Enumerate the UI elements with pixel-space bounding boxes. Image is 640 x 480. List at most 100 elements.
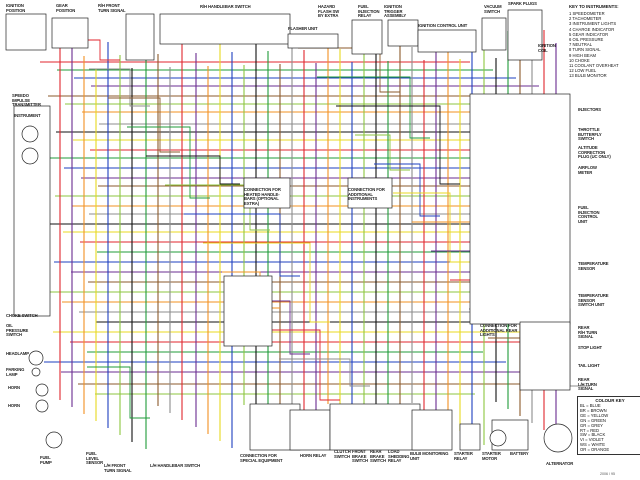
lh-handlebar-switch-label: L/H HANDLEBAR SWITCH [150, 463, 201, 468]
rear-lights-box [519, 321, 571, 391]
wire [87, 366, 150, 419]
instrument-key-item: 12 LOW FUEL [569, 68, 597, 74]
bulb-monitoring-label: BULB MONITORING UNIT [410, 451, 449, 461]
colour-key-item: BL = BLUE [580, 403, 601, 408]
starter-motor-label: STARTER MOTOR [482, 451, 501, 461]
ignition-trigger-label: IGNITION TRIGGER ASSEMBLY [384, 4, 407, 19]
headlamp-bulb [28, 350, 44, 366]
fuel-injection-relay-box [351, 19, 383, 55]
fuel-injection-control-label: FUEL INJECTION CONTROL UNIT [578, 205, 600, 224]
switches-relays-box [329, 403, 421, 451]
flasher-unit-label: FLASHER UNIT [288, 26, 318, 31]
instrument-key-item: 9 HIGH BEAM [569, 52, 596, 58]
temp-sensor-switch-label: TEMPERATURE SENSOR SWITCH UNIT [578, 293, 609, 308]
parking-lamp-bulb [31, 367, 41, 377]
instrument-key-item: 4 CHARGE INDICATOR [569, 26, 615, 32]
injectors-label: INJECTORS [578, 107, 601, 112]
ignition-coil-box [507, 9, 543, 61]
instrument-key-item: 8 TURN SIGNAL [569, 47, 601, 53]
speedometer-gauge [21, 125, 39, 143]
parking-lamp-label: PARKING LAMP [6, 367, 25, 377]
colour-key: COLOUR KEY BL = BLUE BR = BROWN GE = YEL… [577, 396, 640, 456]
colour-key-item: RT = RED [580, 427, 600, 433]
rh-handlebar-switch-label: R/H HANDLEBAR SWITCH [200, 4, 251, 9]
central-connector-box [223, 275, 273, 347]
stop-light-label: STOP LIGHT [578, 345, 602, 350]
colour-key-item: WS = WHITE [580, 442, 606, 448]
rh-front-turn-signal-label: R/H FRONT TURN SIGNAL [98, 3, 126, 13]
ignition-coil-label: IGNITION COIL [538, 43, 556, 53]
ignition-position-label: IGNITION POSITION [6, 3, 26, 13]
instrument-key-item: 5 GEAR INDICATOR [569, 31, 609, 37]
alternator-symbol [543, 423, 573, 453]
alternator-label: ALTERNATOR [546, 461, 574, 466]
vacuum-switch-box [481, 17, 507, 51]
colour-key-item: GR = GREY [580, 422, 603, 428]
wire [374, 163, 440, 217]
gear-position-label: GEAR POSITION [56, 3, 76, 13]
speedo-impulse-label: SPEEDO IMPULSE TRANSMITTER [12, 93, 41, 108]
horn-relay-box [289, 409, 331, 451]
wire [203, 242, 330, 323]
horn-symbol [35, 399, 49, 413]
horn-label-1: HORN [8, 385, 20, 390]
flasher-unit-box [287, 33, 339, 49]
fuel-injection-relay-label: FUEL INJECTION RELAY [358, 4, 380, 19]
battery-label: BATTERY [510, 451, 529, 456]
instrument-key-item: 10 CHOKE [569, 57, 590, 63]
wire [298, 47, 400, 93]
colour-key-item: SW = BLACK [580, 432, 606, 438]
conn-additional-instr-label: CONNECTION FOR ADDITIONAL INSTRUMENTS [348, 187, 385, 202]
load-shedding-relay-label: LOAD SHEDDING RELAY [388, 449, 410, 464]
horn-symbol [35, 383, 49, 397]
spark-plugs-label: SPARK PLUGS [508, 1, 537, 6]
instrument-key: KEY TO INSTRUMENTS: 1 SPEEDOMETER 2 TACH… [569, 4, 639, 79]
wire [260, 329, 340, 401]
choke-switch-label: CHOKE SWITCH [6, 313, 38, 318]
colour-key-item: VI = VIOLET [580, 437, 604, 443]
horn-label-2: HORN [8, 403, 20, 408]
altitude-correction-label: ALTITUDE CORRECTION PLUG (UC ONLY) [578, 145, 611, 160]
airflow-meter-label: AIRFLOW METER [578, 165, 597, 175]
headlamp-label: HEADLAMP [6, 351, 29, 356]
instrument-key-title: KEY TO INSTRUMENTS: [569, 4, 619, 9]
gear-position-box [51, 17, 89, 49]
wire [279, 358, 370, 387]
ignition-control-unit-label: IGNITION CONTROL UNIT [418, 23, 468, 28]
instrument-label: INSTRUMENT [14, 113, 41, 118]
instrument-key-item: 2 TACHOMETER [569, 16, 602, 22]
tail-light-label: TAIL LIGHT [578, 363, 600, 368]
front-brake-switch-label: FRONT BRAKE SWITCH [352, 449, 368, 464]
conn-heated-grips-label: CONNECTION FOR HEATED HANDLE- BARS (OPTI… [244, 187, 281, 206]
hazard-flash-label: HAZARD FLASH SW BY EXTRA [318, 4, 340, 19]
rear-lh-turn-label: REAR L/H TURN SIGNAL [578, 377, 597, 392]
wire [393, 192, 470, 263]
conn-additional-instr-box [347, 177, 393, 209]
wire [89, 68, 150, 107]
ignition-control-unit-box [417, 29, 477, 53]
fuel-pump-label: FUEL PUMP [40, 455, 52, 465]
horn-relay-label: HORN RELAY [300, 453, 327, 458]
instrument-key-item: 1 SPEEDOMETER [569, 11, 605, 16]
wire [317, 76, 430, 139]
instrument-key-item: 6 OIL PRESSURE [569, 37, 604, 43]
instrument-key-item: 11 COOLANT OVERHEAT [569, 63, 619, 69]
tachometer-gauge [21, 147, 39, 165]
fuel-injection-cluster-box [469, 93, 571, 325]
bulb-monitor-box [411, 409, 453, 451]
colour-key-item: GE = YELLOW [580, 412, 609, 418]
rear-brake-switch-label: REAR BRAKE SWITCH [370, 449, 386, 464]
fuel-pump-symbol [45, 431, 63, 449]
ignition-switch-box [5, 13, 47, 51]
fuel-level-sensor-label: FUEL LEVEL SENSOR [86, 451, 104, 466]
starter-motor-symbol [489, 429, 507, 447]
oil-pressure-label: OIL PRESSURE SWITCH [6, 323, 29, 338]
conn-rear-lights-label: CONNECTION FOR ADDITIONAL REAR LIGHTS [480, 323, 518, 338]
instrument-key-item: 7 NEUTRAL [569, 42, 593, 48]
colour-key-title: COLOUR KEY [595, 398, 625, 403]
colour-key-item: BR = BROWN [580, 407, 607, 413]
clutch-switch-label: CLUTCH SWITCH [334, 449, 351, 459]
ignition-trigger-box [387, 19, 419, 47]
wire [336, 105, 460, 185]
starter-relay-box [459, 423, 481, 451]
